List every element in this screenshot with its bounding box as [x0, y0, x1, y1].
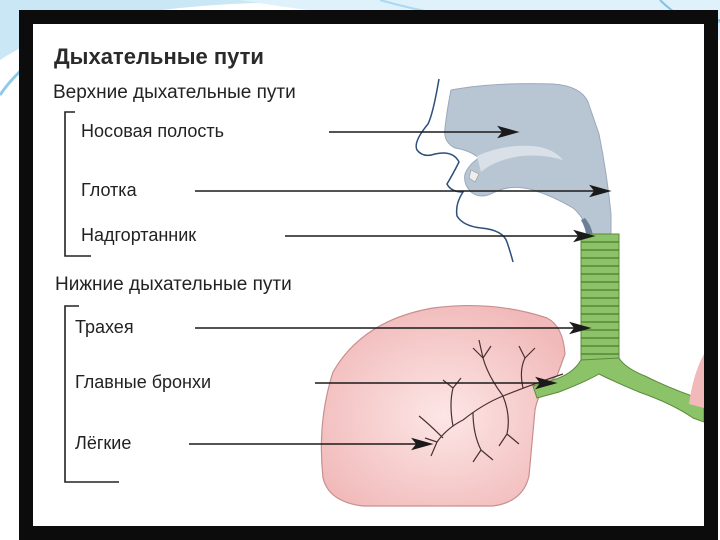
label-nasal-cavity: Носовая полость: [81, 121, 225, 141]
right-lung-edge: [689, 354, 704, 408]
label-main-bronchi: Главные бронхи: [75, 372, 212, 392]
tongue-area: [477, 145, 563, 172]
label-epiglottis: Надгортанник: [81, 225, 197, 245]
label-arrows: [189, 125, 612, 451]
trachea-shape: [580, 233, 620, 369]
page-title: Дыхательные пути: [54, 44, 264, 69]
label-trachea: Трахея: [75, 317, 134, 337]
head-profile-outline: [415, 78, 514, 263]
respiratory-diagram: [64, 78, 704, 507]
lung-shape: [320, 304, 566, 507]
lower-group-bracket: [64, 305, 119, 483]
label-pharynx: Глотка: [81, 180, 137, 200]
lower-airways-heading: Нижние дыхательные пути: [55, 274, 292, 295]
upper-airways-heading: Верхние дыхательные пути: [53, 82, 296, 103]
label-lungs: Лёгкие: [75, 433, 132, 453]
upper-group-bracket: [64, 111, 91, 257]
main-bronchi-shape: [532, 357, 704, 423]
diagram-frame: Дыхательные пути Верхние дыхательные пут…: [19, 10, 718, 540]
teeth: [468, 169, 480, 183]
nasal-cavity-shape: [444, 83, 612, 269]
trachea-rings: [581, 241, 619, 363]
